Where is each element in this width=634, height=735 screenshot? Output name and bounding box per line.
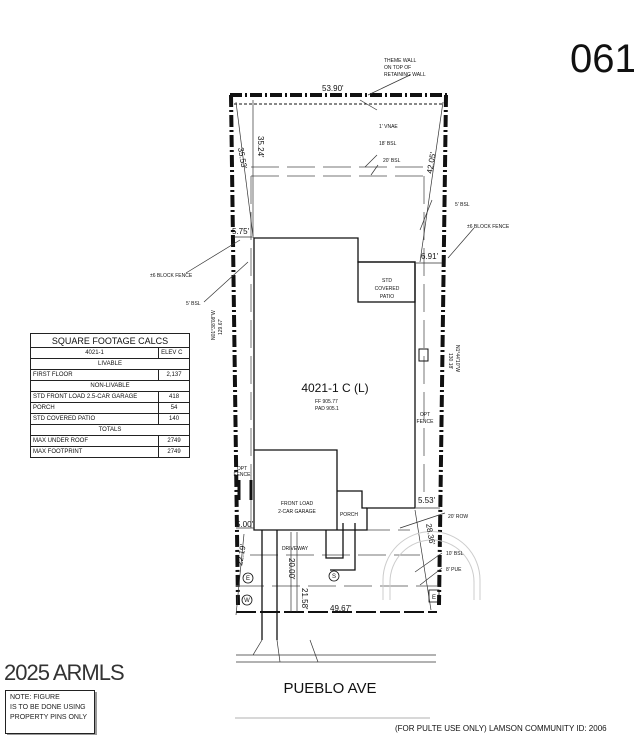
garage-label-1: FRONT LOAD [281, 501, 314, 507]
vnae-callout: 1' VNAE [379, 124, 398, 130]
house-plan-label: 4021-1 C (L) [301, 381, 368, 395]
pad-elevation: PAD 905.1 [315, 406, 339, 412]
dim-top: 53.90' [322, 84, 344, 93]
row-value: 2,137 [158, 369, 190, 381]
block-fence-right-callout: ±6 BLOCK FENCE [467, 224, 510, 230]
left-length: 129.67' [218, 319, 224, 335]
row-value: 54 [158, 402, 190, 414]
block-fence-left-callout: ±6 BLOCK FENCE [150, 273, 193, 279]
house-footprint [253, 237, 416, 640]
row-label: PORCH [29, 402, 160, 414]
row-label: STD COVERED PATIO [29, 413, 160, 425]
lot-number: 061 [570, 37, 634, 81]
bsl20-callout: 20' BSL [383, 158, 401, 164]
dim-front-depth: 21.58' [300, 588, 309, 610]
dim-porch-offset: 5.53' [418, 496, 436, 505]
dim-garage-offset: 5.00' [236, 520, 254, 529]
row-label: STD FRONT LOAD 2.5-CAR GARAGE [29, 391, 160, 403]
opt-fence-right-2: FENCE [417, 419, 435, 425]
bsl5-left-callout: 5' BSL [186, 301, 201, 307]
bsl18-callout: 18' BSL [379, 141, 397, 147]
row-label: MAX FOOTPRINT [29, 446, 160, 458]
driveway-label: DRIVEWAY [282, 546, 309, 552]
sewer-symbol: S [332, 574, 336, 580]
dim-right-offset: 6.91' [421, 252, 439, 261]
theme-wall-1: THEME WALL [384, 58, 417, 64]
totals-header: TOTALS [30, 424, 190, 436]
dim-left-offset: 5.75' [232, 227, 250, 236]
setback-lines [236, 166, 437, 587]
pue-callout: 8' PUE [446, 567, 462, 573]
watermark: 2025 ARMLS [4, 660, 125, 685]
garage-label-2: 2-CAR GARAGE [278, 509, 316, 515]
property-pins-note: NOTE: FIGURE IS TO BE DONE USING PROPERT… [5, 690, 95, 734]
dim-right-diag: 42.05' [425, 151, 438, 174]
dimension-lines [185, 74, 475, 663]
note-line: PROPERTY PINS ONLY [10, 714, 88, 721]
left-bearing: N01°38'08"W [211, 310, 217, 340]
porch-label: PORCH [340, 512, 358, 518]
opt-fence-left-1: OPT [237, 466, 247, 472]
right-length: 130.18' [447, 353, 453, 369]
opt-fence-right-1: OPT [420, 412, 430, 418]
theme-wall-3: RETAINING WALL [384, 72, 426, 78]
note-line: IS TO BE DONE USING [10, 704, 86, 711]
street-name: PUEBLO AVE [283, 680, 376, 697]
patio-label-1: STD [382, 278, 392, 284]
patio-label-2: COVERED [375, 286, 400, 292]
utility-symbols [241, 570, 440, 606]
footer-note: (FOR PULTE USE ONLY) LAMSON COMMUNITY ID… [395, 724, 607, 733]
dim-left-diag: 35.53' [236, 147, 249, 170]
opt-fence-left [237, 480, 253, 500]
dim-front-left-diag: 22.19' [235, 543, 248, 566]
dim-driveway-depth: 20.00' [287, 558, 296, 580]
dim-front-right-diag: 28.36' [424, 523, 437, 546]
elevation: ELEV C [158, 347, 190, 359]
right-bearing: N1°44'10"W [454, 345, 460, 372]
row-value: 2749 [158, 435, 190, 447]
nonlivable-header: NON-LIVABLE [30, 380, 190, 392]
plan-number: 4021-1 [29, 347, 160, 359]
livable-header: LIVABLE [30, 358, 190, 370]
table-title: SQUARE FOOTAGE CALCS [30, 333, 190, 348]
water-symbol: W [244, 598, 250, 604]
cul-de-sac-curb [382, 531, 481, 600]
opt-fence-left-2: FENCE [234, 472, 252, 478]
row-value: 2749 [158, 446, 190, 458]
bsl10-callout: 10' BSL [446, 551, 464, 557]
row-value: 418 [158, 391, 190, 403]
theme-wall-2: ON TOP OF [384, 65, 411, 71]
electric-box-symbol: E [432, 595, 436, 601]
finished-floor: FF 905.77 [315, 399, 338, 405]
dim-left-vert: 35.24' [256, 136, 265, 158]
patio-label-3: PATIO [380, 294, 394, 300]
row-label: FIRST FLOOR [29, 369, 160, 381]
row-callout: 20' ROW [448, 514, 468, 520]
property-line [229, 93, 448, 606]
ac-unit-icon [418, 348, 429, 362]
row-value: 140 [158, 413, 190, 425]
electric-symbol: E [246, 576, 250, 582]
dim-bottom: 49.67' [330, 604, 352, 613]
note-line: NOTE: FIGURE [10, 694, 60, 701]
bsl5-right-callout: 5' BSL [455, 202, 470, 208]
row-label: MAX UNDER ROOF [29, 435, 160, 447]
